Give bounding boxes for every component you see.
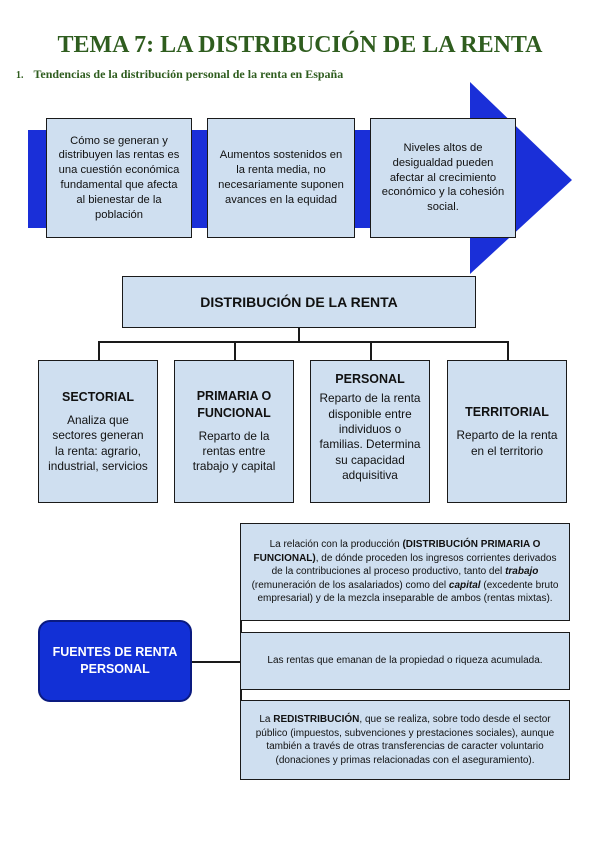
arrow-box-1: Cómo se generan y distribuyen las rentas… bbox=[46, 118, 192, 238]
category-sectorial-text: Analiza que sectores generan la renta: a… bbox=[48, 412, 148, 473]
sources-label-text: FUENTES DE RENTA PERSONAL bbox=[52, 645, 178, 676]
distribution-main-box: DISTRIBUCIÓN DE LA RENTA bbox=[122, 276, 476, 328]
connector-personal bbox=[370, 341, 372, 360]
sources-label-pill: FUENTES DE RENTA PERSONAL bbox=[38, 620, 192, 702]
category-primaria-title: PRIMARIA O FUNCIONAL bbox=[196, 389, 272, 420]
section-title: Tendencias de la distribución personal d… bbox=[33, 67, 344, 81]
category-territorial-text: Reparto de la renta en el territorio bbox=[456, 428, 558, 458]
category-territorial-title: TERRITORIAL bbox=[465, 405, 549, 420]
section-number: 1. bbox=[16, 70, 24, 81]
category-sectorial: SECTORIAL Analiza que sectores generan l… bbox=[38, 360, 158, 503]
category-sectorial-title: SECTORIAL bbox=[62, 389, 134, 404]
category-primaria-text: Reparto de la rentas entre trabajo y cap… bbox=[192, 428, 276, 474]
source-box-property: Las rentas que emanan de la propiedad o … bbox=[240, 632, 570, 690]
source-box-redistribution: La REDISTRIBUCIÓN, que se realiza, sobre… bbox=[240, 700, 570, 780]
arrow-box-2-text: Aumentos sostenidos en la renta media, n… bbox=[218, 149, 344, 206]
category-personal-title: PERSONAL bbox=[335, 372, 405, 386]
connector-main-down bbox=[298, 328, 300, 342]
arrow-box-3-text: Niveles altos de desigualdad pueden afec… bbox=[381, 142, 505, 214]
category-primaria: PRIMARIA O FUNCIONAL Reparto de la renta… bbox=[174, 360, 294, 503]
category-personal: PERSONAL Reparto de la renta disponible … bbox=[310, 360, 430, 503]
arrow-box-2: Aumentos sostenidos en la renta media, n… bbox=[207, 118, 355, 238]
connector-horizontal bbox=[98, 341, 508, 343]
page-title: TEMA 7: LA DISTRIBUCIÓN DE LA RENTA bbox=[57, 32, 543, 58]
section-heading: 1. Tendencias de la distribución personal… bbox=[16, 67, 343, 82]
arrow-box-3: Niveles altos de desigualdad pueden afec… bbox=[370, 118, 516, 238]
source-redistribution-text: La REDISTRIBUCIÓN, que se realiza, sobre… bbox=[255, 714, 555, 766]
category-territorial: TERRITORIAL Reparto de la renta en el te… bbox=[447, 360, 567, 503]
source-box-production: La relación con la producción (DISTRIBUC… bbox=[240, 523, 570, 621]
category-personal-text: Reparto de la renta disponible entre ind… bbox=[319, 391, 421, 482]
sources-bracket-link bbox=[192, 661, 241, 663]
connector-sectorial bbox=[98, 341, 100, 360]
main-box-label: DISTRIBUCIÓN DE LA RENTA bbox=[200, 294, 398, 310]
connector-territorial bbox=[507, 341, 509, 360]
arrow-box-1-text: Cómo se generan y distribuyen las rentas… bbox=[58, 134, 180, 221]
source-production-text: La relación con la producción (DISTRIBUC… bbox=[251, 539, 559, 605]
connector-primaria bbox=[234, 341, 236, 360]
source-property-text: Las rentas que emanan de la propiedad o … bbox=[267, 655, 543, 667]
